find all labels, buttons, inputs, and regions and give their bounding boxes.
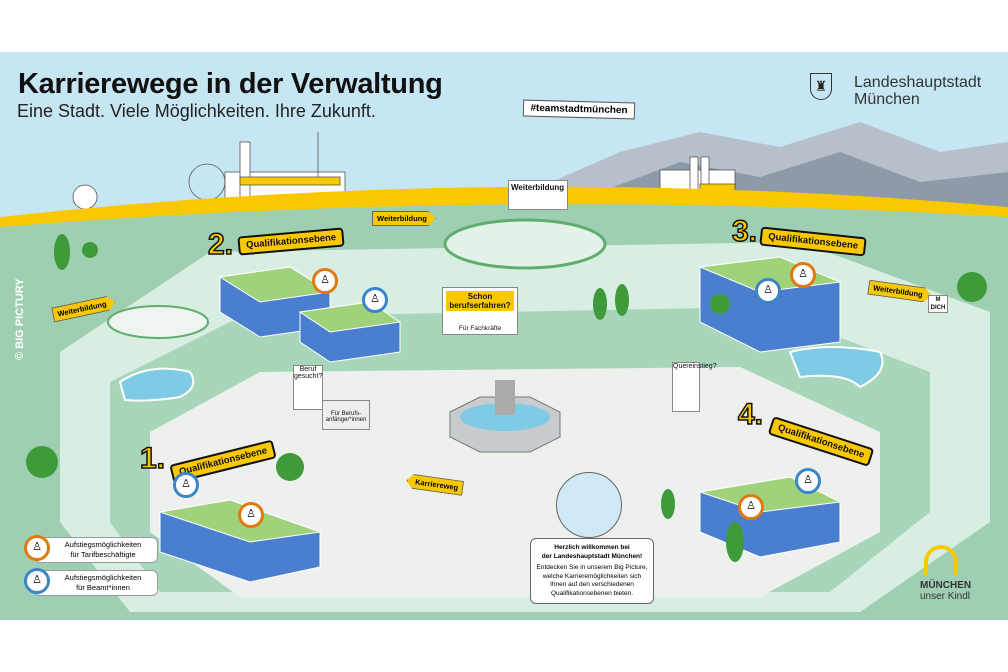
board-weiterbildung: Weiterbildung [508,180,568,210]
counter-berufsanfaenger: Für Berufs-anfänger*innen [322,400,370,430]
legend-line: für Tarifbeschäftigte [70,550,136,559]
brand-line2: unser Kindl [920,591,971,602]
logo-line2: München [854,91,920,108]
welcome-heading2: der Landeshauptstadt München! [541,552,643,560]
board-berufserfahren-title: Schon berufserfahren? [446,291,514,311]
logo-line1: Landeshauptstadt [854,74,982,91]
beamt-badge-icon: ♙ [173,472,199,498]
page-title: Karrierewege in der Verwaltung [18,68,443,100]
bench-sign: M DICH [928,295,948,313]
legend-line: für Beamt*innen [76,583,130,592]
legend-line: Aufstiegsmöglichkeiten [64,573,142,582]
tarif-badge-icon: ♙ [312,268,338,294]
fountain [449,380,561,453]
board-berufserfahren: Schon berufserfahren? Für Fachkräfte [442,287,518,335]
hashtag-banner: #teamstadtmünchen [522,99,636,120]
beamt-badge-icon: ♙ [362,287,388,313]
trees [26,234,987,562]
beamt-badge-icon: ♙ [795,468,821,494]
level-4-number: 4. [737,397,764,432]
page-subtitle: Eine Stadt. Viele Möglichkeiten. Ihre Zu… [17,101,376,121]
tarif-legend-icon: ♙ [24,535,50,561]
welcome-heading1: Herzlich willkommen bei [554,544,630,551]
tarif-badge-icon: ♙ [238,502,264,528]
level-1-number: 1. [139,441,166,476]
welcome-speech-bubble: Herzlich willkommen bei der Landeshaupts… [530,538,654,604]
munich-kindl-logo-icon [924,545,958,575]
tarif-badge-icon: ♙ [738,494,764,520]
munich-crest-icon: ♜ [810,73,832,100]
welcome-body: Entdecken Sie in unserem Big Picture, we… [536,564,648,597]
beamt-badge-icon: ♙ [755,278,781,304]
illustration-scene [0,52,1008,620]
pond-left [118,367,195,402]
sign-weiterbildung-top: Weiterbildung [372,211,436,226]
sign-karriereweg-label: Karriereweg [414,477,459,493]
banner-beruf-gesucht: Beruf gesucht? [293,365,323,410]
pond-right [788,346,884,389]
board-fachkraefte: Für Fachkräfte [458,325,502,332]
legend-line: Aufstiegsmöglichkeiten [64,540,142,549]
guide-avatar [556,472,622,538]
tarif-badge-icon: ♙ [790,262,816,288]
brand-line1: MÜNCHEN [920,580,972,591]
level-2-number: 2. [207,227,234,262]
level-3-number: 3. [731,214,758,249]
banner-quereinstieg: Quereinstieg? [672,362,717,412]
beamt-legend-icon: ♙ [24,568,50,594]
workshop-circle [443,218,607,270]
copyright: © BIG PICTURY [14,278,26,360]
